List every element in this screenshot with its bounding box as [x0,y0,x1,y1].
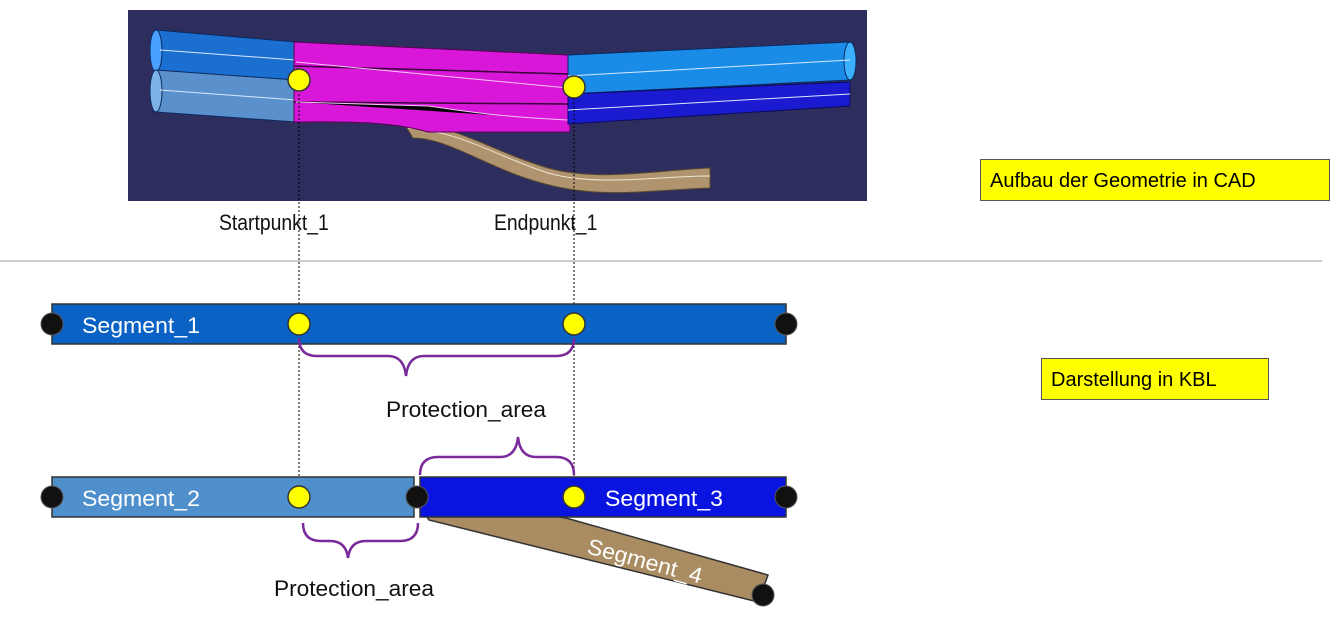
segment-3-label: Segment_3 [605,486,723,511]
segment-2-start-marker [287,485,311,509]
segment-1-end-marker [562,312,586,336]
cad-geometry-view [128,10,867,201]
cad-title-callout: Aufbau der Geometrie in CAD [980,159,1330,201]
protection-brace-bottom [301,522,420,559]
segment-1-start-marker [287,312,311,336]
segment-1-left-node [40,312,64,336]
segment-1-right-node [774,312,798,336]
cad-branch-segment [402,121,711,194]
cad-start-point-marker [287,68,311,92]
segment-1-label: Segment_1 [82,313,200,338]
segment-3-bar [419,476,787,518]
protection-brace-top [297,337,576,377]
cad-protection-area [293,41,571,133]
segment-4-end-node [751,583,775,607]
segment-3-right-node [774,485,798,509]
kbl-title-callout: Darstellung in KBL [1041,358,1269,400]
protection-area-label-top: Protection_area [386,397,547,422]
end-point-label: Endpunkt_1 [494,210,598,235]
start-point-label: Startpunkt_1 [219,210,329,235]
segment-2-label: Segment_2 [82,486,200,511]
protection-brace-middle [418,436,576,476]
junction-node [405,485,429,509]
segment-2-left-node [40,485,64,509]
cad-right-tube-bottom [567,81,851,125]
protection-area-label-bottom: Protection_area [274,576,435,601]
segment-3-end-marker [562,485,586,509]
segment-2-bar [51,476,415,518]
